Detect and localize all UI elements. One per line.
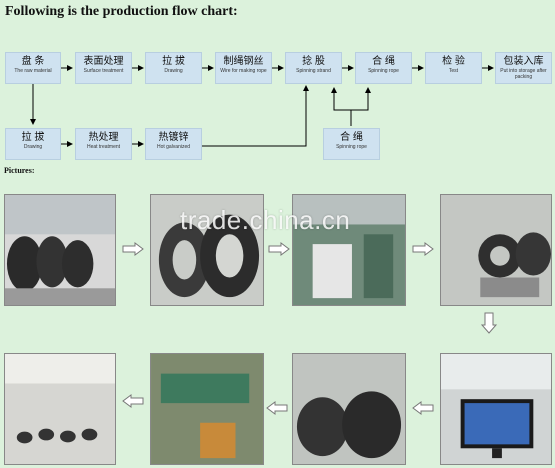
step-label-en: Hot galvanized bbox=[156, 144, 191, 150]
step-spinning-rope: 合 绳 Spinning rope bbox=[355, 52, 412, 84]
step-label-en: Heat treatment bbox=[86, 144, 121, 150]
step-label-en: Surface treatment bbox=[83, 68, 124, 74]
photo-closing-machine bbox=[150, 353, 264, 465]
step-label-zh: 盘 条 bbox=[21, 56, 45, 67]
photo-wire-coils-machine bbox=[440, 194, 552, 306]
step-label-zh: 热处理 bbox=[88, 132, 119, 143]
step-hot-galvanized: 热镀锌 Hot galvanized bbox=[145, 128, 202, 160]
step-label-en: Spinning rope bbox=[336, 144, 367, 150]
step-label-en: The raw material bbox=[14, 68, 52, 74]
watermark: trade.china.cn bbox=[180, 205, 351, 235]
page-title: Following is the production flow chart: bbox=[5, 4, 238, 19]
pictures-label: Pictures: bbox=[4, 166, 35, 175]
arrow-rope2-split bbox=[331, 87, 352, 126]
step-spinning-rope-2: 合 绳 Spinning rope bbox=[323, 128, 380, 160]
step-label-en: Spinning rope bbox=[368, 68, 399, 74]
step-label-zh: 合 绳 bbox=[372, 56, 395, 67]
step-packing-storage: 包装入库 Put into storage after packing bbox=[495, 52, 552, 84]
step-label-zh: 检 验 bbox=[442, 56, 465, 67]
photo-test-monitor bbox=[440, 353, 552, 465]
step-label-zh: 捻 股 bbox=[302, 56, 325, 67]
connector-lines bbox=[30, 65, 494, 147]
photo-coiled-wire bbox=[150, 194, 264, 306]
photo-production-line bbox=[292, 194, 406, 306]
step-label-zh: 包装入库 bbox=[503, 56, 544, 67]
step-wire-for-rope: 制绳钢丝 Wire for making rope bbox=[215, 52, 272, 84]
step-label-en: Put into storage after packing bbox=[500, 68, 547, 80]
arrow-galv-to-strand bbox=[202, 85, 309, 147]
step-heat-treatment: 热处理 Heat treatment bbox=[75, 128, 132, 160]
step-label-zh: 热镀锌 bbox=[158, 132, 189, 143]
step-drawing: 拉 拔 Drawing bbox=[145, 52, 202, 84]
photo-arrow-right-1 bbox=[122, 242, 144, 256]
step-surface-treatment: 表面处理 Surface treatment bbox=[75, 52, 132, 84]
step-label-zh: 拉 拔 bbox=[162, 56, 185, 67]
step-drawing-2: 拉 拔 Drawing bbox=[5, 128, 61, 160]
photo-arrow-left-3 bbox=[122, 394, 144, 408]
step-raw-material: 盘 条 The raw material bbox=[5, 52, 61, 84]
photo-arrow-down bbox=[481, 312, 497, 334]
step-spinning-strand: 捻 股 Spinning strand bbox=[285, 52, 342, 84]
photo-arrow-left-2 bbox=[266, 401, 288, 415]
step-label-en: Drawing bbox=[23, 144, 43, 150]
step-label-zh: 表面处理 bbox=[83, 56, 124, 67]
photo-workshop-stranders bbox=[4, 353, 116, 465]
step-label-zh: 制绳钢丝 bbox=[223, 56, 264, 67]
photo-arrow-left-1 bbox=[412, 401, 434, 415]
photo-finished-rope-reels bbox=[292, 353, 406, 465]
step-label-zh: 拉 拔 bbox=[21, 132, 45, 143]
arrow-rope2-split-right bbox=[351, 87, 371, 111]
photo-arrow-right-2 bbox=[268, 242, 290, 256]
photo-arrow-right-3 bbox=[412, 242, 434, 256]
photo-wire-rod-coils bbox=[4, 194, 116, 306]
step-label-zh: 合 绳 bbox=[340, 132, 363, 143]
step-label-en: Drawing bbox=[164, 68, 183, 74]
step-label-en: Test bbox=[448, 68, 459, 74]
step-label-en: Spinning strand bbox=[296, 68, 331, 74]
step-label-en: Wire for making rope bbox=[220, 68, 267, 74]
step-test: 检 验 Test bbox=[425, 52, 482, 84]
